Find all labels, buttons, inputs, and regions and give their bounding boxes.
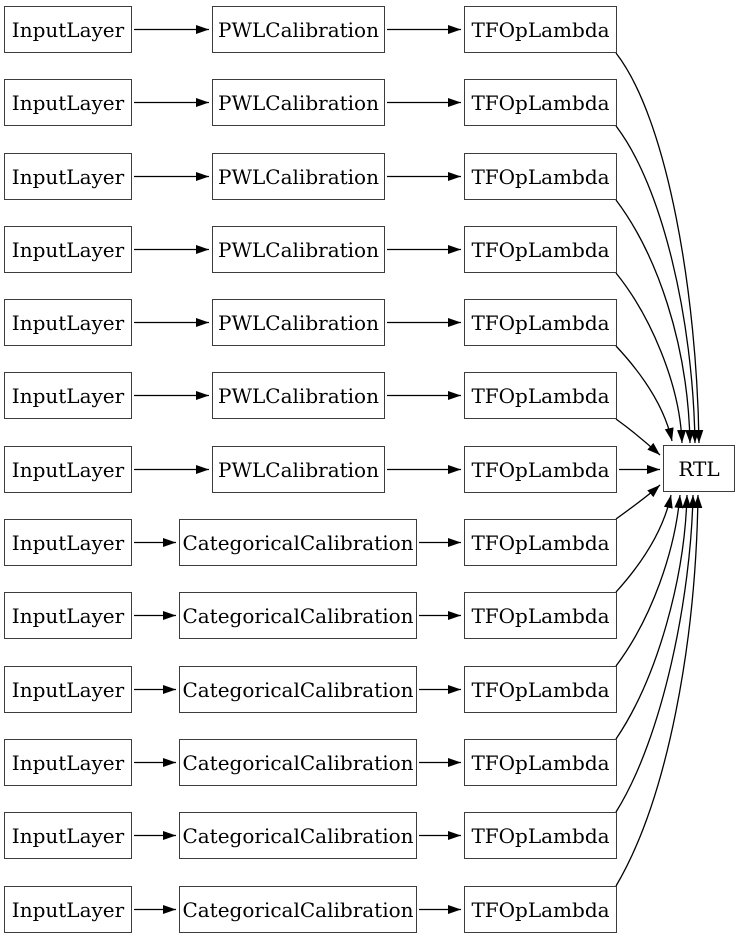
node-pwl-calibration: PWLCalibration: [212, 79, 385, 126]
node-pwl-calibration: PWLCalibration: [212, 6, 385, 53]
node-input-layer: InputLayer: [4, 79, 132, 126]
node-input-layer: InputLayer: [4, 6, 132, 53]
edge-lambda-to-rtl: [615, 494, 673, 593]
edge-lambda-to-rtl: [615, 272, 687, 444]
node-tfop-lambda: TFOpLambda: [464, 519, 617, 566]
node-pwl-calibration: PWLCalibration: [212, 153, 385, 200]
node-tfop-lambda: TFOpLambda: [464, 6, 617, 53]
node-rtl: RTL: [663, 445, 735, 492]
node-categorical-calibration: CategoricalCalibration: [179, 739, 417, 786]
node-tfop-lambda: TFOpLambda: [464, 812, 617, 859]
node-input-layer: InputLayer: [4, 299, 132, 346]
node-tfop-lambda: TFOpLambda: [464, 226, 617, 273]
node-input-layer: InputLayer: [4, 372, 132, 419]
edge-lambda-to-rtl: [615, 494, 698, 813]
edge-lambda-to-rtl: [615, 418, 661, 456]
node-input-layer: InputLayer: [4, 739, 132, 786]
node-tfop-lambda: TFOpLambda: [464, 153, 617, 200]
node-tfop-lambda: TFOpLambda: [464, 299, 617, 346]
node-tfop-lambda: TFOpLambda: [464, 666, 617, 713]
node-categorical-calibration: CategoricalCalibration: [179, 519, 417, 566]
edge-lambda-to-rtl: [615, 494, 692, 740]
edge-lambda-to-rtl: [615, 345, 674, 442]
node-input-layer: InputLayer: [4, 592, 132, 639]
edge-lambda-to-rtl: [615, 52, 704, 444]
node-pwl-calibration: PWLCalibration: [212, 372, 385, 419]
node-categorical-calibration: CategoricalCalibration: [179, 592, 417, 639]
edge-lambda-to-rtl: [615, 125, 700, 444]
node-tfop-lambda: TFOpLambda: [464, 739, 617, 786]
node-pwl-calibration: PWLCalibration: [212, 226, 385, 273]
node-input-layer: InputLayer: [4, 666, 132, 713]
node-tfop-lambda: TFOpLambda: [464, 592, 617, 639]
node-input-layer: InputLayer: [4, 446, 132, 493]
node-categorical-calibration: CategoricalCalibration: [179, 812, 417, 859]
node-tfop-lambda: TFOpLambda: [464, 79, 617, 126]
edge-lambda-to-rtl: [615, 494, 703, 887]
node-input-layer: InputLayer: [4, 519, 132, 566]
node-pwl-calibration: PWLCalibration: [212, 299, 385, 346]
node-categorical-calibration: CategoricalCalibration: [179, 666, 417, 713]
edge-lambda-to-rtl: [615, 494, 684, 667]
node-input-layer: InputLayer: [4, 153, 132, 200]
node-categorical-calibration: CategoricalCalibration: [179, 886, 417, 933]
edge-lambda-to-rtl: [615, 484, 661, 520]
node-input-layer: InputLayer: [4, 812, 132, 859]
node-input-layer: InputLayer: [4, 226, 132, 273]
edge-lambda-to-rtl: [615, 199, 695, 444]
node-tfop-lambda: TFOpLambda: [464, 372, 617, 419]
node-input-layer: InputLayer: [4, 886, 132, 933]
node-tfop-lambda: TFOpLambda: [464, 446, 617, 493]
node-pwl-calibration: PWLCalibration: [212, 446, 385, 493]
node-tfop-lambda: TFOpLambda: [464, 886, 617, 933]
